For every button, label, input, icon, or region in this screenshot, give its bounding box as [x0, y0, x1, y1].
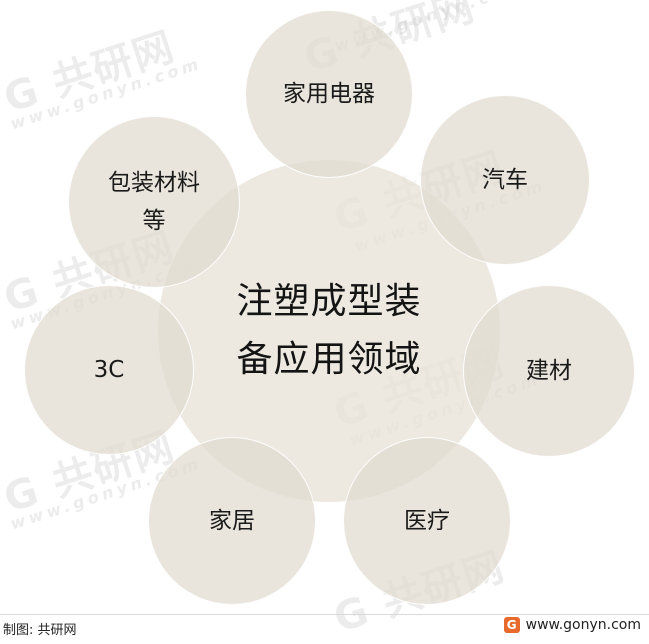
- center-title-line2: 备应用领域: [236, 339, 422, 380]
- satellite-label: 建材: [526, 358, 572, 384]
- satellite-label: 包装材料等: [108, 170, 200, 234]
- satellite-automobile: 汽车: [420, 95, 590, 265]
- gonyn-logo-icon: G: [503, 617, 520, 633]
- satellite-label: 医疗: [404, 508, 450, 534]
- footer-source: 制图: 共研网: [3, 623, 77, 638]
- footer-divider: [0, 614, 649, 615]
- watermark-brand: G 共研网: [0, 23, 181, 122]
- satellite-3c: 3C: [24, 285, 194, 455]
- satellite-label: 汽车: [482, 167, 528, 193]
- center-title: 注塑成型装 备应用领域: [214, 273, 444, 389]
- satellite-home-furnishing: 家居: [148, 437, 316, 605]
- satellite-label: 3C: [93, 357, 125, 383]
- footer-site-url[interactable]: www.gonyn.com: [525, 617, 641, 633]
- satellite-household-appliances: 家用电器: [245, 10, 413, 178]
- satellite-building-materials: 建材: [463, 285, 635, 457]
- satellite-medical: 医疗: [343, 437, 511, 605]
- center-title-line1: 注塑成型装: [236, 281, 422, 322]
- satellite-packaging-materials: 包装材料等: [68, 116, 240, 288]
- satellite-label: 家用电器: [283, 81, 375, 107]
- satellite-label: 家居: [209, 508, 255, 534]
- footer-site[interactable]: G www.gonyn.com: [503, 617, 641, 633]
